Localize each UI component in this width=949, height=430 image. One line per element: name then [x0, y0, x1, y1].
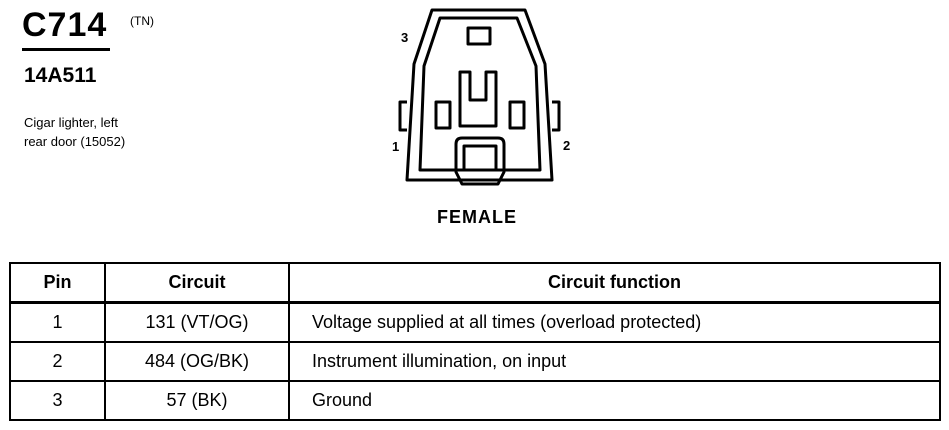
connector-description: Cigar lighter, left rear door (15052) — [24, 113, 244, 151]
bottom-key — [454, 136, 506, 186]
connector-suffix: (TN) — [130, 14, 154, 28]
bottom-key-inner — [462, 144, 498, 172]
pin-cell: 1 — [9, 301, 106, 343]
circuit-function-cell: Ground — [288, 380, 941, 421]
table-row: 2 484 (OG/BK) Instrument illumination, o… — [9, 341, 941, 382]
side-ear-right — [552, 100, 561, 132]
column-header-pin: Pin — [9, 262, 106, 304]
circuit-cell: 131 (VT/OG) — [104, 301, 290, 343]
circuit-function-cell: Instrument illumination, on input — [288, 341, 941, 382]
pin-label-1: 1 — [392, 139, 400, 154]
pin-label-2: 2 — [563, 138, 571, 153]
title-underline — [22, 48, 110, 51]
connector-housing — [405, 8, 554, 182]
connector-gender-label: FEMALE — [437, 207, 517, 227]
table-row: 1 131 (VT/OG) Voltage supplied at all ti… — [9, 301, 941, 343]
circuit-cell: 484 (OG/BK) — [104, 341, 290, 382]
pinout-table: Pin Circuit Circuit function 1 131 (VT/O… — [9, 262, 941, 421]
circuit-function-cell: Voltage supplied at all times (overload … — [288, 301, 941, 343]
pin-cavity-left — [434, 100, 452, 130]
pin-label-3: 3 — [401, 30, 409, 45]
circuit-cell: 57 (BK) — [104, 380, 290, 421]
description-line: Cigar lighter, left — [24, 115, 118, 130]
pin-cavity-center — [458, 70, 498, 128]
connector-id: C714 — [22, 6, 108, 44]
connector-inner-shroud — [418, 16, 542, 172]
latch-tab — [466, 26, 492, 46]
pin-cell: 2 — [9, 341, 106, 382]
table-row: 3 57 (BK) Ground — [9, 380, 941, 421]
table-header-row: Pin Circuit Circuit function — [9, 262, 941, 304]
pin-cell: 3 — [9, 380, 106, 421]
connector-face-diagram — [398, 8, 561, 186]
description-line: rear door (15052) — [24, 134, 126, 149]
side-ear-left — [398, 100, 407, 132]
column-header-circuit-function: Circuit function — [288, 262, 941, 304]
pin-cavity-right — [508, 100, 526, 130]
part-number: 14A511 — [24, 64, 97, 87]
column-header-circuit: Circuit — [104, 262, 290, 304]
